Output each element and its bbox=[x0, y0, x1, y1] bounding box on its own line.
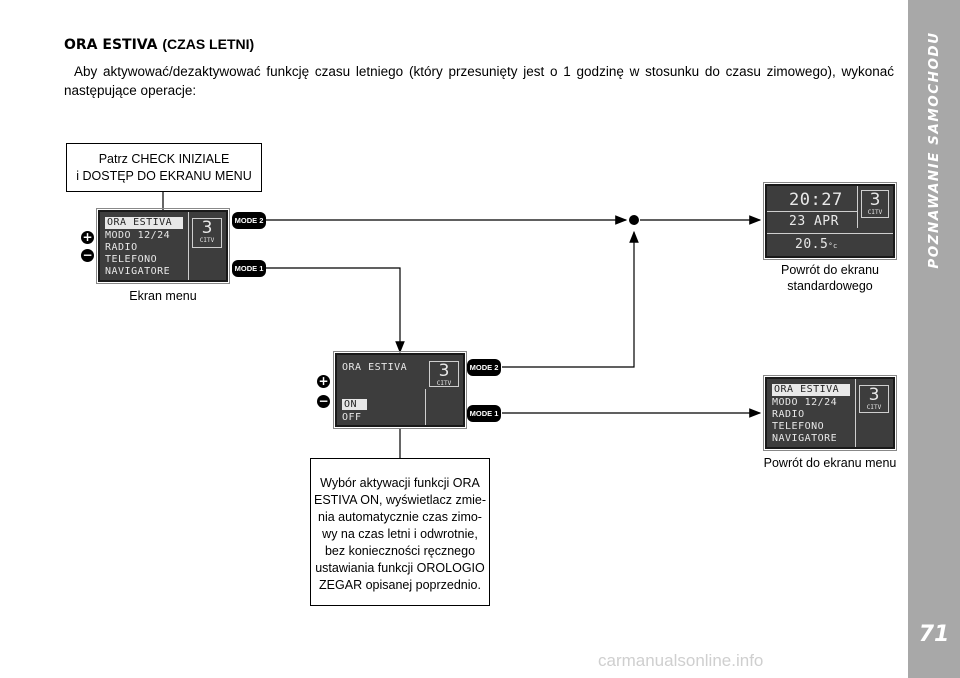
junction-dot bbox=[629, 215, 639, 225]
radio-preset-box: 3 CITV bbox=[429, 361, 459, 387]
arrow-menu-mode1-to-ora bbox=[266, 267, 405, 354]
temperature-display: 20.5°c bbox=[795, 237, 838, 252]
mode2-button[interactable]: MODE 2 bbox=[232, 212, 266, 229]
option-off: OFF bbox=[342, 412, 362, 423]
menu-item: TELEFONO bbox=[772, 421, 825, 432]
menu-item: NAVIGATORE bbox=[105, 266, 171, 277]
menu-screen: ORA ESTIVA MODO 12/24 RADIO TELEFONO NAV… bbox=[96, 208, 230, 284]
standard-screen-caption: Powrót do ekranu standardowego bbox=[781, 263, 879, 293]
minus-button[interactable]: − bbox=[317, 394, 330, 408]
page-number: 71 bbox=[918, 622, 950, 647]
menu-item: MODO 12/24 bbox=[772, 397, 838, 408]
sidebar: POZNAWANIE SAMOCHODU 71 bbox=[908, 0, 960, 678]
minus-button[interactable]: − bbox=[81, 248, 94, 262]
menu-item: NAVIGATORE bbox=[772, 433, 838, 444]
date-display: 23 APR bbox=[789, 214, 839, 229]
menu-item: ORA ESTIVA bbox=[772, 384, 850, 396]
return-menu-screen: ORA ESTIVA MODO 12/24 RADIO TELEFONO NAV… bbox=[763, 375, 897, 451]
menu-item: RADIO bbox=[772, 409, 805, 420]
mode2-button[interactable]: MODE 2 bbox=[467, 359, 501, 376]
heading-sub: (CZAS LETNI) bbox=[162, 36, 255, 52]
menu-item: TELEFONO bbox=[105, 254, 158, 265]
radio-preset-box: 3 CITV bbox=[859, 385, 889, 413]
menu-item: MODO 12/24 bbox=[105, 230, 171, 241]
menu-item: RADIO bbox=[105, 242, 138, 253]
mode1-button[interactable]: MODE 1 bbox=[467, 405, 501, 422]
clock-time: 20:27 bbox=[789, 190, 843, 210]
plus-button[interactable]: + bbox=[317, 374, 330, 388]
ora-screen-title: ORA ESTIVA bbox=[342, 362, 408, 373]
menu-screen-caption: Ekran menu bbox=[129, 289, 197, 303]
option-on: ON bbox=[342, 399, 368, 410]
mode1-button[interactable]: MODE 1 bbox=[232, 260, 266, 277]
return-menu-caption: Powrót do ekranu menu bbox=[763, 456, 897, 470]
description-box: Wybór aktywacji funkcji ORA ESTIVA ON, w… bbox=[310, 458, 490, 606]
standard-screen: 20:27 23 APR 20.5°c 3 CITV bbox=[763, 182, 897, 260]
menu-item: ORA ESTIVA bbox=[105, 217, 183, 229]
watermark: carmanualsonline.info bbox=[598, 651, 764, 670]
section-heading: ORA ESTIVA (CZAS LETNI) bbox=[64, 36, 254, 53]
plus-button[interactable]: + bbox=[81, 230, 94, 244]
ora-estiva-screen: ORA ESTIVA ON OFF 3 CITV bbox=[333, 351, 467, 429]
radio-preset-box: 3 CITV bbox=[192, 218, 222, 248]
check-initial-box: Patrz CHECK INIZIALE i DOSTĘP DO EKRANU … bbox=[66, 143, 262, 192]
radio-preset-box: 3 CITV bbox=[861, 190, 889, 218]
intro-paragraph: Aby aktywować/dezaktywować funkcję czasu… bbox=[64, 64, 894, 98]
flow-connectors bbox=[162, 192, 762, 458]
sidebar-title: POZNAWANIE SAMOCHODU bbox=[926, 31, 942, 269]
heading-bold: ORA ESTIVA bbox=[64, 37, 158, 53]
arrow-ora-mode2-to-dot bbox=[502, 230, 639, 368]
